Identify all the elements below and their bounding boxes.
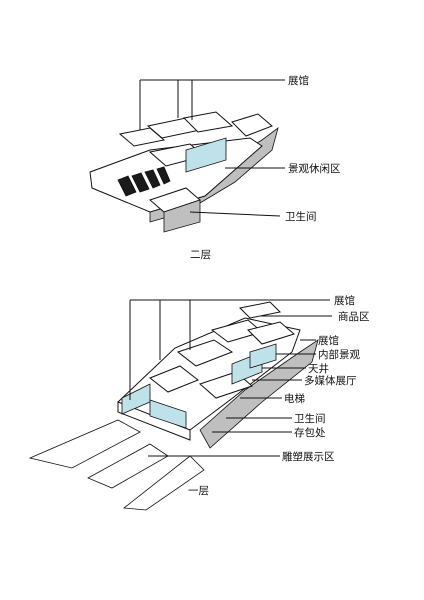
upper-stair [117, 166, 171, 197]
label-shop-area: 商品区 [338, 310, 370, 323]
label-multimedia-hall: 多媒体展厅 [304, 374, 357, 387]
label-exhibition-hall-right: 展馆 [318, 334, 339, 347]
upper-glass-wall [185, 137, 227, 173]
caption-upper-floor: 二层 [190, 249, 211, 261]
caption-ground-floor: 一层 [188, 485, 209, 497]
ground-glass-front [149, 399, 187, 429]
upper-room-right [231, 113, 273, 137]
label-restroom-ground: 卫生间 [294, 412, 326, 425]
label-elevator: 电梯 [284, 392, 305, 405]
ground-shadow [199, 339, 319, 449]
ground-wedge-left [28, 419, 141, 469]
ground-wedge-right [122, 455, 205, 511]
label-sculpture-area: 雕塑展示区 [282, 450, 335, 463]
ground-room-4 [247, 321, 296, 345]
ground-room-1 [149, 365, 199, 393]
label-exhibition-hall-top: 展馆 [334, 294, 355, 307]
label-scenic-rest-area: 景观休闲区 [288, 162, 341, 175]
label-luggage-storage: 存包处 [294, 426, 326, 439]
ground-room-2 [176, 339, 234, 367]
label-exhibition-hall-upper: 展馆 [288, 74, 309, 87]
ground-glass-atrium [249, 343, 277, 369]
upper-floor-axonometric [89, 79, 285, 233]
upper-room-3 [182, 111, 234, 133]
label-atrium: 天井 [308, 362, 329, 375]
label-restroom-upper: 卫生间 [285, 210, 317, 223]
ground-tower-top [238, 301, 282, 319]
ground-floor-axonometric [28, 299, 332, 511]
label-interior-landscape: 内部景观 [318, 348, 360, 361]
